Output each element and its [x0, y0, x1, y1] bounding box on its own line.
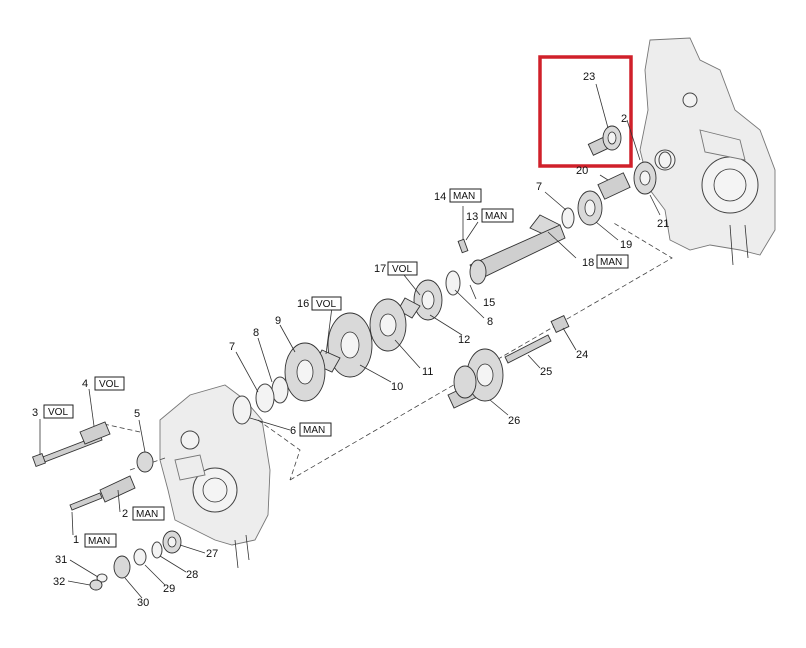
label-15: 15 [483, 297, 495, 309]
label-3: 3 [32, 407, 38, 419]
label-10: 10 [391, 381, 403, 393]
svg-text:MAN: MAN [600, 257, 622, 268]
leader-lines [39, 83, 661, 599]
part-12-gear [397, 270, 461, 321]
part-10-gear [327, 312, 373, 378]
label-12: 12 [458, 334, 470, 346]
tag-17: VOL [387, 261, 418, 276]
label-29: 29 [163, 583, 175, 595]
part-5-bearing [136, 451, 154, 473]
label-6: 6 [290, 425, 296, 437]
label-30: 30 [137, 597, 149, 609]
label-17: 17 [374, 263, 386, 275]
part-9-gear [284, 342, 326, 402]
svg-text:MAN: MAN [453, 191, 475, 202]
part-25-pin [504, 334, 552, 364]
tag-14: MAN [449, 188, 482, 203]
label-7a: 7 [536, 181, 542, 193]
tag-18: MAN [596, 254, 629, 269]
label-8a: 8 [487, 316, 493, 328]
part-32-nut [89, 579, 103, 591]
tag-2: MAN [132, 506, 165, 521]
label-32: 32 [53, 576, 65, 588]
label-21: 21 [657, 218, 669, 230]
svg-text:VOL: VOL [48, 407, 68, 418]
part-26-gear-cluster [447, 348, 504, 409]
label-8b: 8 [253, 327, 259, 339]
part-24-bushing [550, 315, 570, 333]
svg-text:VOL: VOL [392, 264, 412, 275]
label-26: 26 [508, 415, 520, 427]
part-2-shaft [69, 475, 136, 511]
label-7b: 7 [229, 341, 235, 353]
label-25: 25 [540, 366, 552, 378]
part-31-washer [96, 573, 108, 583]
tag-13: MAN [481, 208, 514, 223]
part-27-bearing [162, 530, 182, 554]
part-6-7-8-rings [232, 376, 289, 425]
part-4-shaft [79, 421, 111, 445]
label-27: 27 [206, 548, 218, 560]
tag-6: MAN [299, 422, 332, 437]
tag-1: MAN [84, 533, 117, 548]
svg-text:VOL: VOL [316, 299, 336, 310]
svg-text:MAN: MAN [88, 536, 110, 547]
tag-16: VOL [311, 296, 342, 311]
tags: MAN MAN MAN VOL VOL VOL VOL MAN [43, 188, 629, 548]
part-29-washer [133, 548, 147, 566]
label-4: 4 [82, 378, 88, 390]
svg-text:MAN: MAN [485, 211, 507, 222]
part-19-gear [561, 190, 603, 229]
crankcase-left [159, 384, 271, 569]
label-2: 2 [122, 508, 128, 520]
label-19: 19 [620, 239, 632, 251]
highlight-box [538, 55, 633, 168]
svg-text:VOL: VOL [99, 379, 119, 390]
label-23: 23 [583, 71, 595, 83]
label-20: 20 [576, 165, 588, 177]
label-9: 9 [275, 315, 281, 327]
label-31: 31 [55, 554, 67, 566]
crankcase-right [639, 37, 776, 266]
label-13: 13 [466, 211, 478, 223]
label-18: 18 [582, 257, 594, 269]
label-11: 11 [422, 366, 433, 378]
part-20-21-gears [597, 151, 672, 200]
label-16: 16 [297, 298, 309, 310]
label-1: 1 [73, 534, 79, 546]
part-30-nut [113, 555, 131, 579]
part-15-shaft [457, 224, 566, 285]
part-labels: 23 2 20 21 7 19 14 13 18 17 15 16 8 12 9… [32, 71, 669, 609]
part-11-gear [369, 298, 407, 352]
tag-3: VOL [43, 404, 74, 419]
label-5: 5 [134, 408, 140, 420]
part-23-gear [587, 125, 622, 156]
label-24: 24 [576, 349, 588, 361]
label-14: 14 [434, 191, 446, 203]
tag-4: VOL [94, 376, 125, 391]
svg-text:MAN: MAN [303, 425, 325, 436]
part-28-ring [151, 541, 163, 559]
label-22: 2 [621, 113, 627, 125]
svg-text:MAN: MAN [136, 509, 158, 520]
label-28: 28 [186, 569, 198, 581]
